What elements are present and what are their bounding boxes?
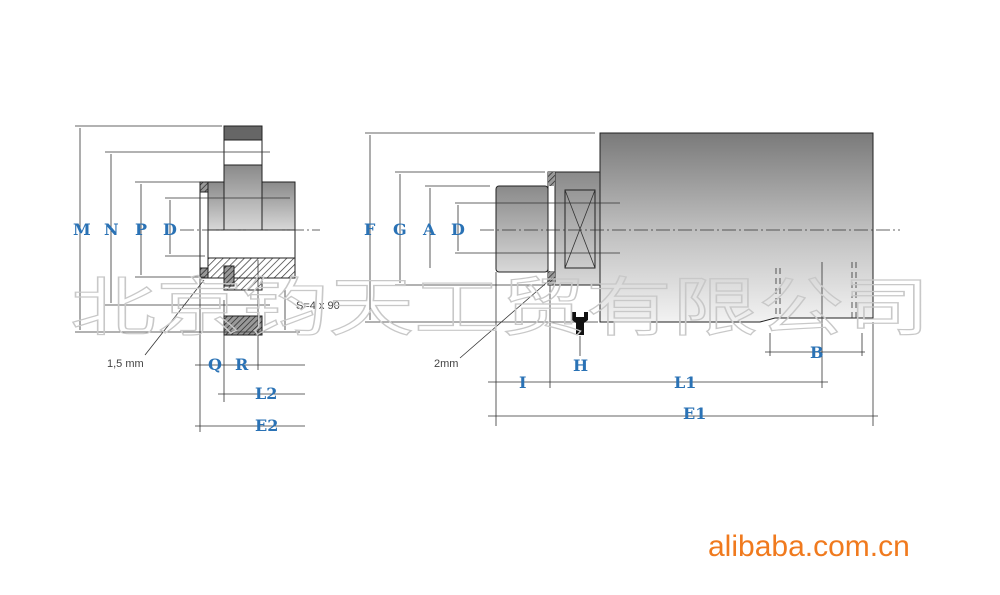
flange-view xyxy=(75,125,320,432)
dim-label-l2: L2 xyxy=(255,384,277,403)
dim-label-q: Q xyxy=(208,355,222,374)
dim-label-e1: E1 xyxy=(683,404,706,423)
dim-label-b: B xyxy=(810,343,824,362)
dim-label-d-left: D xyxy=(163,220,177,239)
dim-label-l1: L1 xyxy=(674,373,696,392)
bolt-note: S=4 x 90 xyxy=(296,300,340,312)
dim-label-m: M xyxy=(73,220,91,239)
seal-note-right: 2mm xyxy=(434,358,458,370)
dim-label-g: G xyxy=(393,220,407,239)
wrench-icon xyxy=(572,312,588,335)
dim-label-r: R xyxy=(235,355,249,374)
watermark: 北京钧天工贸有限公司 xyxy=(70,272,930,346)
dim-label-i: I xyxy=(519,373,526,392)
brand-watermark: alibaba.com.cn xyxy=(708,530,910,563)
rotary-joint-view xyxy=(365,132,900,426)
dim-label-d-right: D xyxy=(451,220,465,239)
dim-label-p: P xyxy=(135,220,147,239)
dim-label-h: H xyxy=(573,356,588,375)
dim-label-a: A xyxy=(422,220,436,239)
dim-label-e2: E2 xyxy=(255,416,278,435)
dim-label-n: N xyxy=(104,220,119,239)
seal-note-left: 1,5 mm xyxy=(107,358,144,370)
dim-label-f: F xyxy=(364,220,376,239)
